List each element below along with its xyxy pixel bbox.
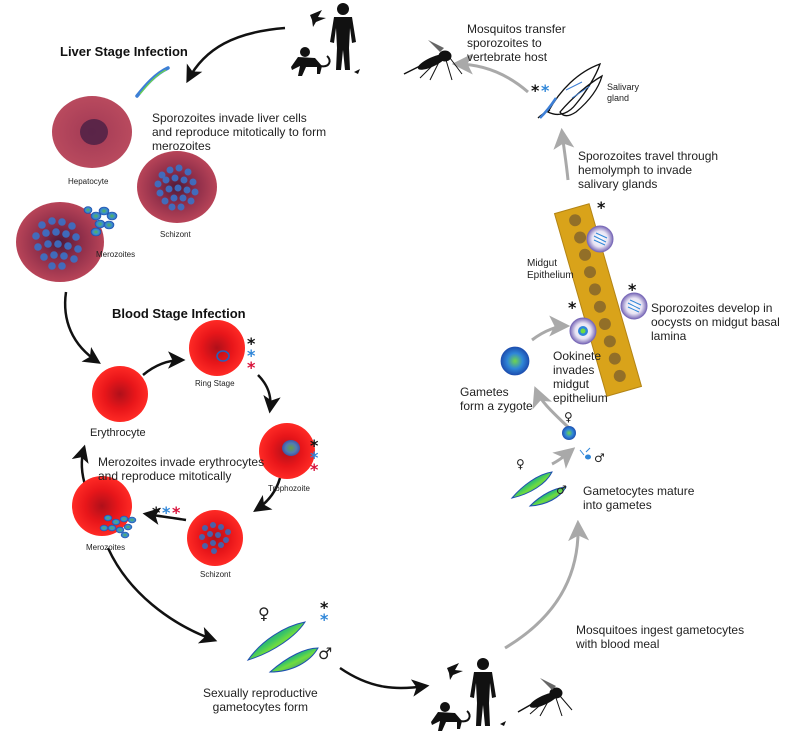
sporozoites-invade-label: Sporozoites invade liver cells and repro… (152, 111, 327, 153)
zygote (500, 346, 530, 376)
star-red-merozoites: * (172, 503, 181, 522)
schizont-blood-label: Schizont (200, 570, 231, 579)
black-arrows (63, 26, 430, 697)
ring-stage-label: Ring Stage (195, 379, 235, 388)
schizont-liver-label: Schizont (160, 230, 191, 239)
monkey-silhouette-bottom (431, 702, 471, 731)
blood-schizont-cell (187, 510, 243, 566)
hepatocyte (52, 96, 132, 168)
mosquito-silhouette-small-bottom (500, 721, 506, 726)
star-blue-ring: * (247, 346, 256, 365)
bird-silhouette-bottom (447, 663, 463, 680)
liver-stage-heading: Liver Stage Infection (60, 44, 188, 59)
star-black-oocyst-right: * (628, 280, 637, 299)
star-blue-tropho: * (310, 448, 319, 467)
sporozoites-develop-label: Sporozoites develop in oocysts on midgut… (651, 301, 780, 343)
arrow-liver-to-blood (63, 291, 101, 364)
blood-stage-heading: Blood Stage Infection (112, 306, 246, 321)
bird-silhouette-top (310, 10, 326, 27)
liver-merozoite-cell (16, 202, 118, 282)
midgut-epithelium-label: Midgut Epithelium (527, 258, 574, 281)
female-gamete (562, 426, 576, 440)
salivary-gland-label: Salivary gland (607, 82, 640, 103)
trophozoite-cell (259, 423, 315, 479)
star-blue-merozoites: * (162, 503, 171, 522)
male-gamete (579, 447, 591, 460)
arrow-midgut-to-salivary (553, 127, 575, 181)
star-red-ring: * (247, 358, 256, 377)
arrow-gamete-to-zygote (532, 386, 570, 429)
human-silhouette-bottom (470, 658, 496, 726)
arrow-ring-to-tropho (257, 374, 281, 414)
sporozoite-salivary (539, 97, 558, 119)
ookinete-cell (569, 317, 597, 345)
arrow-salivary-to-mosquito (451, 53, 529, 94)
merozoites-blood-label: Merozoites (86, 543, 126, 552)
trophozoite-label: Trophozoite (268, 484, 310, 493)
mosquito-silhouette-top (403, 40, 463, 81)
mosquito-silhouette-small-top (354, 69, 360, 74)
merozoites-liver-label: Merozoites (96, 250, 136, 259)
star-blue-gametocytes: * (320, 610, 329, 629)
arrow-erythrocyte-to-ring (142, 351, 186, 376)
arrow-zygote-to-ookinete (531, 315, 571, 342)
blood-merozoite-cell (72, 476, 137, 539)
star-black-tropho: * (310, 436, 319, 455)
star-black-oocyst-top: * (597, 198, 606, 217)
star-red-tropho: * (310, 460, 319, 479)
star-black-ring: * (247, 334, 256, 353)
mosquitos-transfer-label: Mosquitos transfer sporozoites to verteb… (467, 22, 566, 64)
hepatocyte-label: Hepatocyte (68, 177, 109, 186)
female-symbol-bottom: ♀ (258, 604, 270, 623)
erythrocyte (92, 366, 148, 422)
gametocytes-mature-label: Gametocytes mature into gametes (583, 484, 695, 512)
sporozoites-travel-label: Sporozoites travel through hemolymph to … (578, 149, 719, 191)
oocyst-top (586, 225, 614, 253)
star-black-oocyst-mid: * (568, 298, 577, 317)
male-symbol-mosquito: ♂ (556, 483, 567, 497)
oocyst-right (620, 292, 648, 320)
arrow-mature-to-gametes (551, 447, 576, 469)
gametes-zygote-label: Gametes form a zygote (460, 385, 533, 413)
arrow-merozoites-to-gametocytes (106, 547, 218, 644)
arrow-host-to-liver (186, 26, 286, 84)
male-symbol-bottom: ♂ (318, 644, 333, 663)
erythrocyte-label: Erythrocyte (90, 427, 146, 439)
gametocytes-bottom (246, 621, 319, 673)
star-black-gametocytes: * (320, 598, 329, 617)
human-silhouette-top (330, 3, 356, 70)
gray-arrows (451, 53, 590, 650)
arrow-schizont-to-merozoites (142, 507, 187, 525)
star-black-merozoites: * (152, 503, 161, 522)
arrow-tropho-to-schizont (253, 477, 282, 512)
arrow-gametocytes-to-host (339, 666, 430, 697)
ookinete-label: Ookinete invades midgut epithelium (553, 349, 608, 405)
gametocytes-form-label: Sexually reproductive gametocytes form (203, 686, 318, 714)
sporozoite-liver (135, 66, 170, 98)
ring-stage-cell (189, 320, 245, 376)
liver-schizont (137, 151, 217, 223)
gametocytes-mosquito (510, 471, 567, 507)
female-symbol-gamete: ♀ (564, 410, 573, 424)
male-symbol-gamete: ♂ (594, 451, 605, 465)
mosquito-silhouette-bottom (517, 678, 573, 717)
monkey-silhouette-top (291, 47, 331, 76)
female-symbol-mosquito: ♀ (516, 457, 525, 471)
merozoites-invade-label: Merozoites invade erythrocytes and repro… (98, 455, 265, 483)
mosquitoes-ingest-label: Mosquitoes ingest gametocytes with blood… (576, 623, 745, 651)
star-black-salivary: * (531, 81, 540, 100)
midgut-epithelium (553, 203, 643, 397)
star-blue-salivary: * (541, 81, 550, 100)
arrow-ingest-to-mature (504, 519, 590, 650)
